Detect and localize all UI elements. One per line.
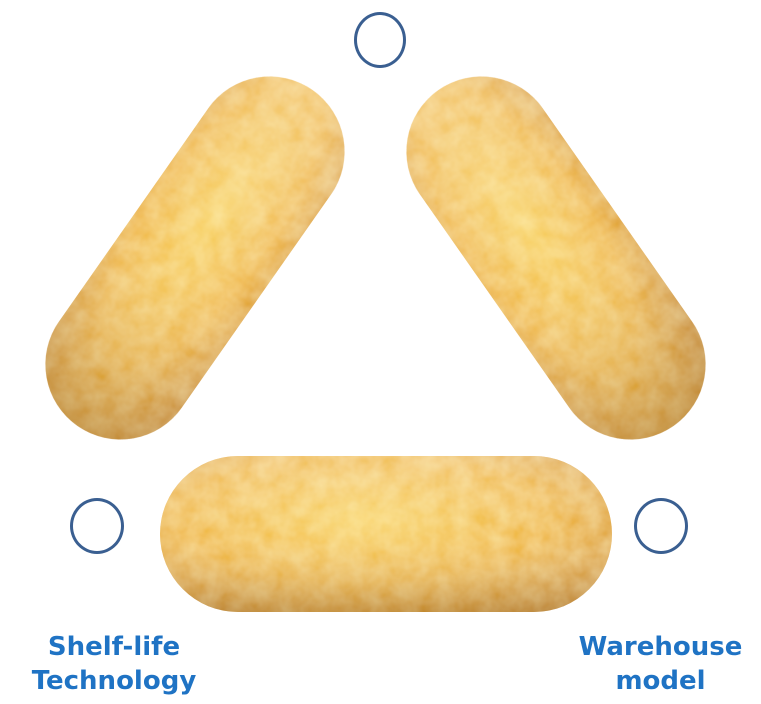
cake-bottom — [160, 456, 612, 612]
warehouse-model-label: Warehouse model — [560, 630, 761, 698]
label-right-line2: model — [560, 664, 761, 698]
label-left-line1: Shelf-life — [0, 630, 228, 664]
shelf-life-technology-label: Shelf-life Technology — [0, 630, 228, 698]
circle-marker-top — [354, 12, 406, 68]
circle-marker-right — [634, 498, 688, 554]
cake-left — [16, 47, 374, 469]
label-left-line2: Technology — [0, 664, 228, 698]
circle-marker-left — [70, 498, 124, 554]
label-right-line1: Warehouse — [560, 630, 761, 664]
cake-right — [377, 47, 735, 469]
